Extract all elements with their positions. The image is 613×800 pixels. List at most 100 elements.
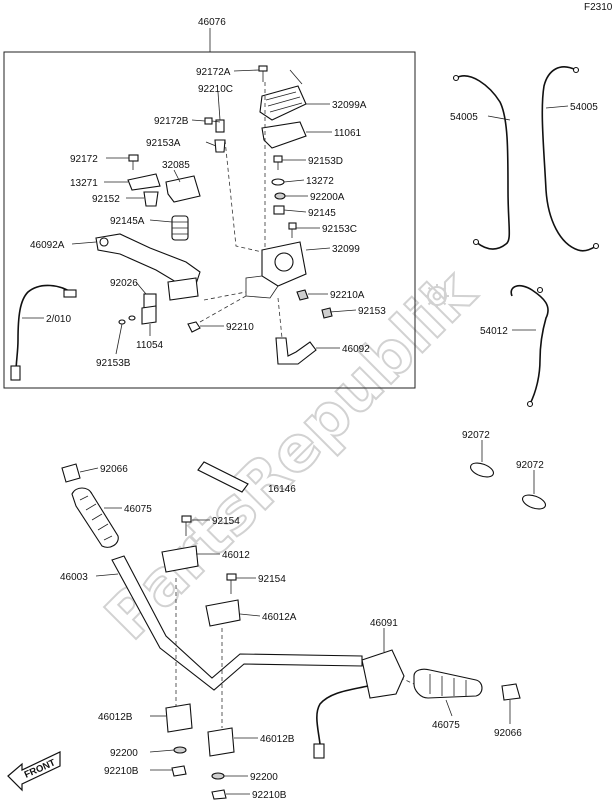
label-92066-right: 92066 — [494, 728, 522, 739]
label-92153c: 92153C — [322, 224, 357, 235]
label-92026: 92026 — [110, 278, 138, 289]
label-54005-left: 54005 — [450, 112, 478, 123]
label-92210b-left: 92210B — [104, 766, 139, 777]
centerline-d — [199, 295, 247, 323]
label-92172a: 92172A — [196, 67, 231, 78]
label-92200-right: 92200 — [250, 772, 278, 783]
label-92153a: 92153A — [146, 138, 181, 149]
lever-46092 — [275, 337, 317, 365]
label-46075-right: 46075 — [432, 720, 460, 731]
nut-92210 — [187, 321, 201, 333]
switch-assembly-box — [3, 51, 416, 389]
label-92145: 92145 — [308, 208, 336, 219]
bracket-13271 — [127, 173, 161, 191]
label-92154-b: 92154 — [258, 574, 286, 585]
grip-46075-right — [413, 668, 483, 699]
clamp-92072-b — [521, 494, 547, 510]
label-92172b: 92172B — [154, 116, 189, 127]
part-labels: 46076 92172A 92210C 32099A 92172B 11061 … — [30, 17, 598, 800]
washer-92200-right — [211, 772, 225, 780]
label-92152: 92152 — [92, 194, 120, 205]
switch-housing-32099 — [245, 241, 307, 299]
label-54012: 54012 — [480, 326, 508, 337]
screw-92153 — [321, 307, 333, 319]
spring-92145a — [171, 215, 189, 241]
clamp-46012 — [161, 545, 199, 573]
cable-54012 — [510, 284, 549, 408]
watermark-gear-icon — [425, 284, 449, 308]
label-92210b-right: 92210B — [252, 790, 287, 800]
label-2-010: 2/010 — [46, 314, 71, 325]
label-92210c: 92210C — [198, 84, 233, 95]
label-32099: 32099 — [332, 244, 360, 255]
screw-92172 — [128, 154, 139, 170]
bolt-92154-b — [226, 573, 237, 594]
clamp-46012a — [205, 599, 241, 627]
label-92153b: 92153B — [96, 358, 131, 369]
brake-lever-46092a — [95, 233, 201, 301]
label-46091: 46091 — [370, 618, 398, 629]
handlebar-46003 — [111, 555, 363, 691]
label-54005-right: 54005 — [570, 102, 598, 113]
label-92153: 92153 — [358, 306, 386, 317]
label-46012: 46012 — [222, 550, 250, 561]
pin-92153b — [118, 315, 136, 325]
label-92210: 92210 — [226, 322, 254, 333]
label-46012a: 46012A — [262, 612, 297, 623]
screw-92153c — [288, 222, 297, 238]
screw-92153a — [214, 139, 226, 153]
label-92210a: 92210A — [330, 290, 365, 301]
label-92153d: 92153D — [308, 156, 343, 167]
gasket-11061 — [261, 121, 307, 149]
leader-lines — [22, 69, 569, 795]
label-46076: 46076 — [198, 17, 226, 28]
spring-92145 — [273, 205, 285, 215]
label-92072-a: 92072 — [462, 430, 490, 441]
label-46075-left: 46075 — [124, 504, 152, 515]
centerline-a — [224, 139, 263, 253]
label-46003: 46003 — [60, 572, 88, 583]
label-32085: 32085 — [162, 160, 190, 171]
label-92145a: 92145A — [110, 216, 145, 227]
throttle-cable-54005-right — [541, 66, 600, 252]
grip-end-92066-right — [501, 683, 521, 701]
screw-92153d — [273, 155, 283, 170]
screw-92172a — [258, 65, 268, 82]
label-13271: 13271 — [70, 178, 98, 189]
holder-46012b-right — [207, 727, 235, 757]
centerline-e — [277, 297, 283, 339]
throttle-cable-54005-left — [452, 74, 511, 250]
grip-end-92066-left — [61, 463, 81, 483]
bracket-11054 — [141, 305, 157, 325]
washer-92200-left — [173, 746, 187, 754]
switch-housing-cover — [259, 69, 307, 121]
label-11054: 11054 — [136, 340, 164, 351]
figure-code: F2310 — [584, 2, 613, 13]
label-92200-left: 92200 — [110, 748, 138, 759]
bracket-32085 — [165, 175, 201, 203]
switch-46091 — [313, 649, 405, 759]
centerline-c — [203, 291, 247, 301]
label-92172: 92172 — [70, 154, 98, 165]
label-46012b-right: 46012B — [260, 734, 295, 745]
nut-92210a — [296, 289, 309, 301]
washer-13272 — [271, 178, 285, 186]
label-46092: 46092 — [342, 344, 370, 355]
nut-92210b-left — [171, 765, 187, 777]
grip-46075-left — [71, 487, 119, 548]
collar-92152 — [143, 191, 159, 207]
label-92154-a: 92154 — [212, 516, 240, 527]
label-92200a: 92200A — [310, 192, 345, 203]
wire-harness-2-010 — [10, 284, 77, 381]
label-46012b-left: 46012B — [98, 712, 133, 723]
label-16146: 16146 — [268, 484, 296, 495]
clamp-92072-a — [469, 462, 495, 478]
front-arrow-icon: FRONT — [7, 751, 61, 792]
washer-92200a — [274, 192, 286, 200]
tube-16146 — [197, 461, 249, 493]
bolt-92154-a — [181, 515, 192, 536]
label-11061: 11061 — [334, 128, 362, 139]
label-32099a: 32099A — [332, 100, 367, 111]
